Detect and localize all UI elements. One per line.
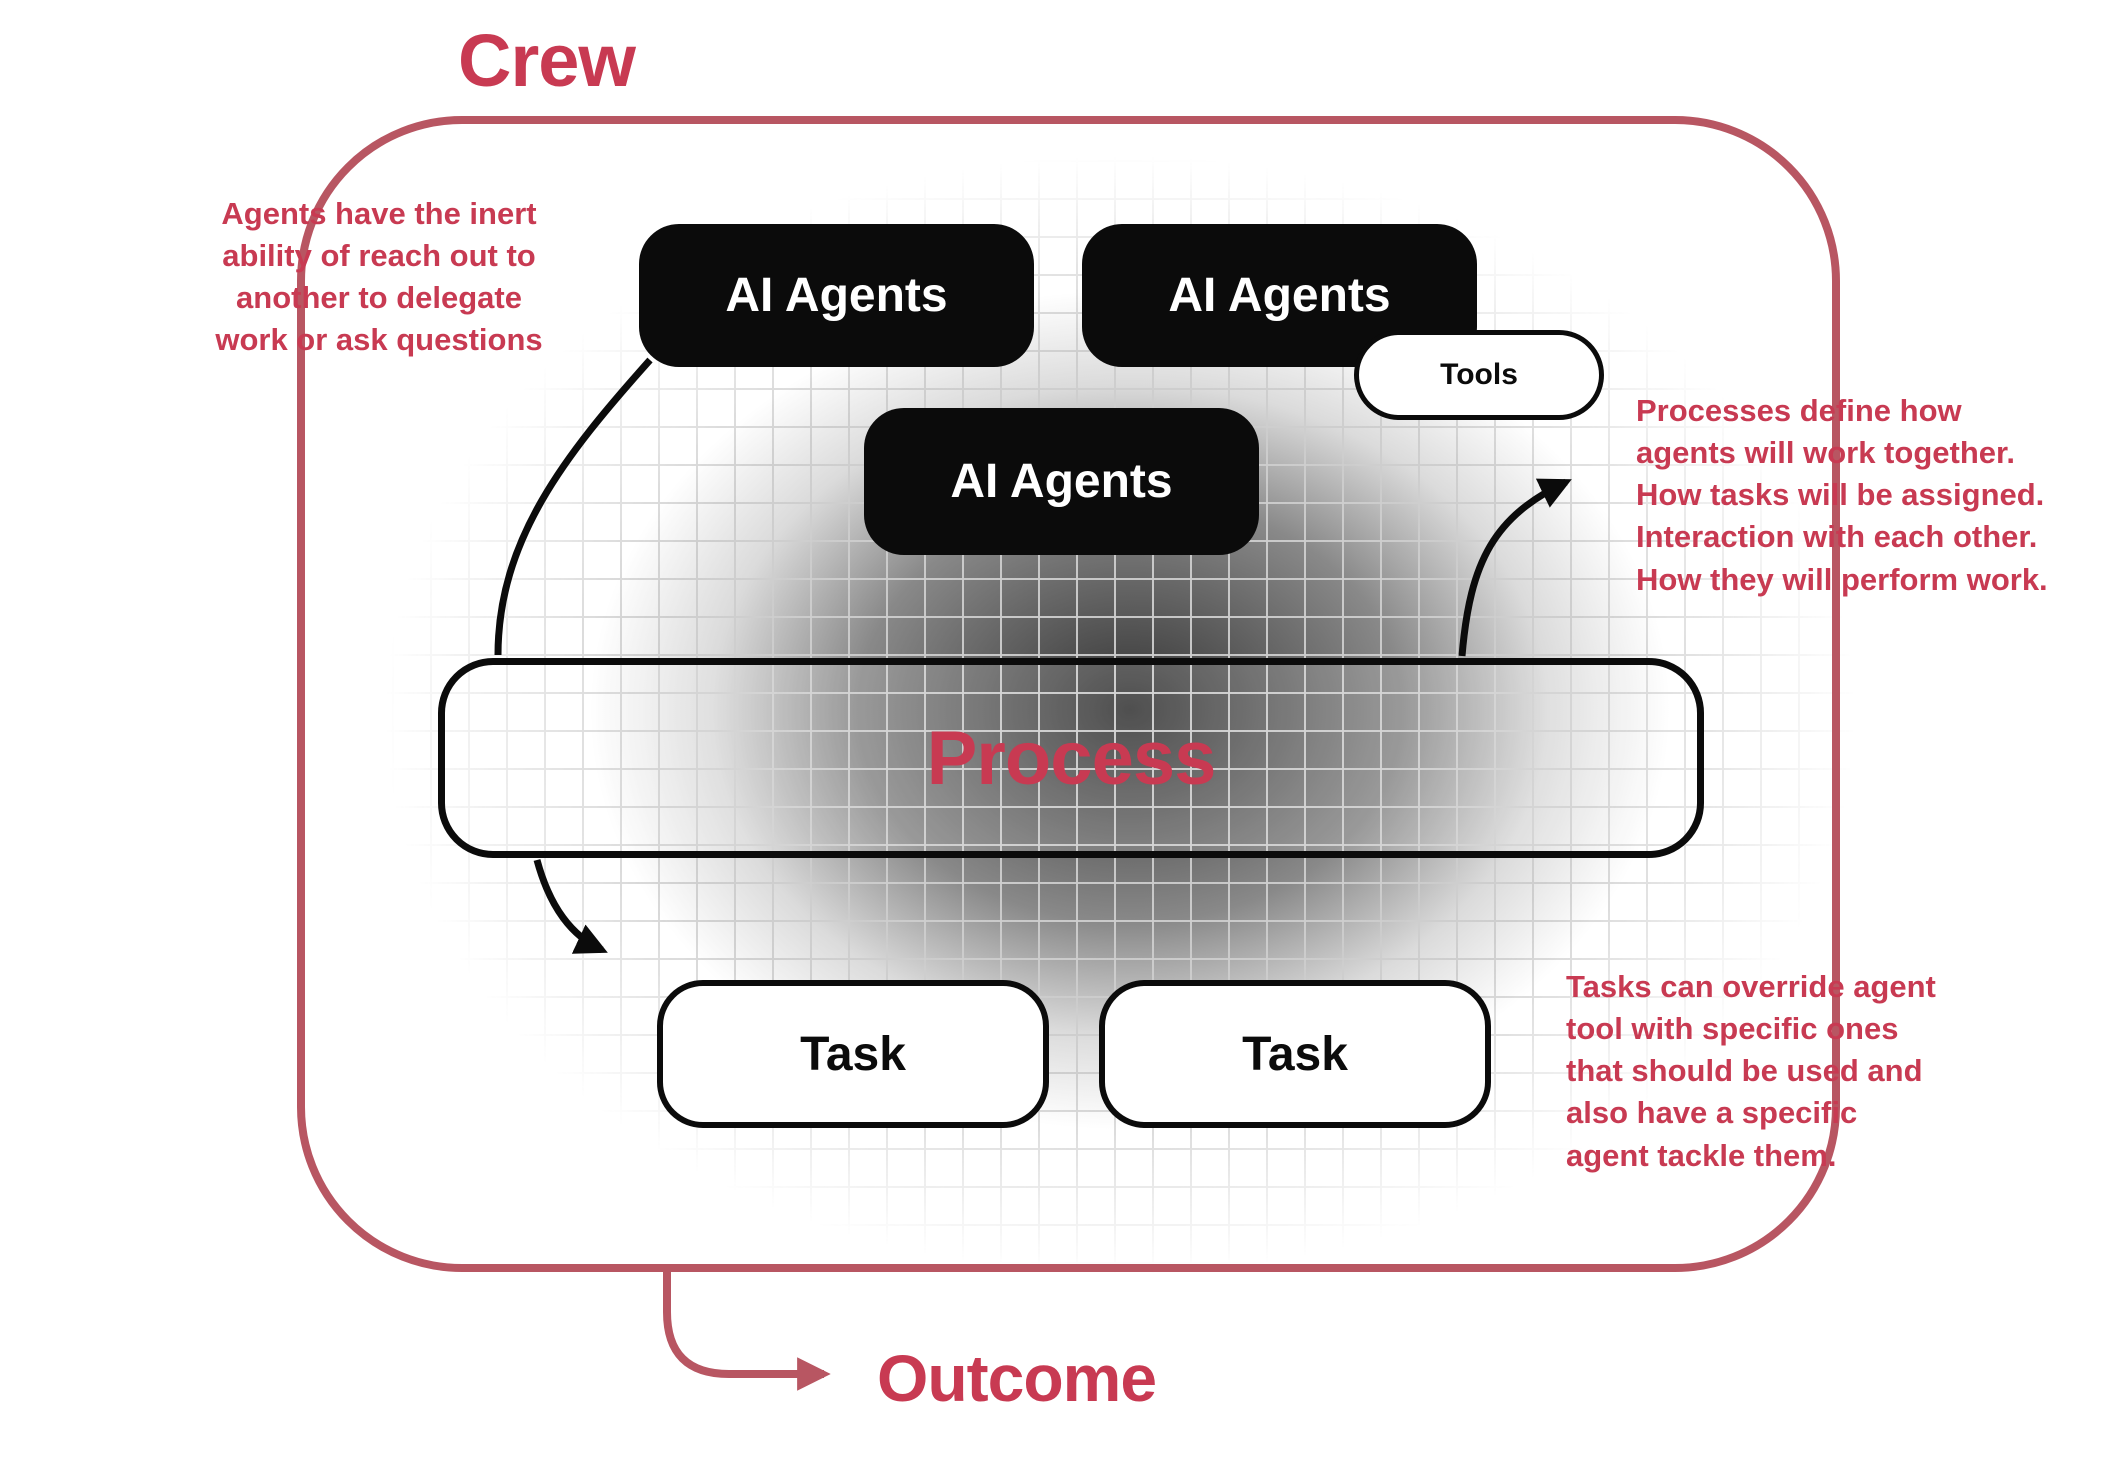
crew-container-border	[297, 116, 1840, 1272]
task-box-1: Task	[657, 980, 1049, 1128]
task-box-1-label: Task	[800, 1027, 906, 1081]
process-annotation: Processes define how agents will work to…	[1636, 393, 2048, 597]
outcome-title: Outcome	[877, 1341, 1157, 1415]
tools-box-label: Tools	[1440, 358, 1518, 391]
process-box-label: Process	[926, 715, 1217, 801]
task-annotation: Tasks can override agent tool with speci…	[1566, 969, 1936, 1173]
process-box: Process	[438, 658, 1704, 858]
task-box-2-label: Task	[1242, 1027, 1348, 1081]
ai-agents-box-1: AI Agents	[639, 224, 1034, 367]
ai-agents-box-3-label: AI Agents	[950, 455, 1173, 508]
tools-box: Tools	[1354, 330, 1604, 420]
ai-agents-box-3: AI Agents	[864, 408, 1259, 555]
crew-title: Crew	[458, 19, 636, 102]
delegation-annotation: Agents have the inert ability of reach o…	[215, 196, 543, 358]
ai-agents-box-2: AI Agents	[1082, 224, 1477, 367]
ai-agents-box-2-label: AI Agents	[1168, 269, 1391, 322]
task-box-2: Task	[1099, 980, 1491, 1128]
ai-agents-box-1-label: AI Agents	[725, 269, 948, 322]
